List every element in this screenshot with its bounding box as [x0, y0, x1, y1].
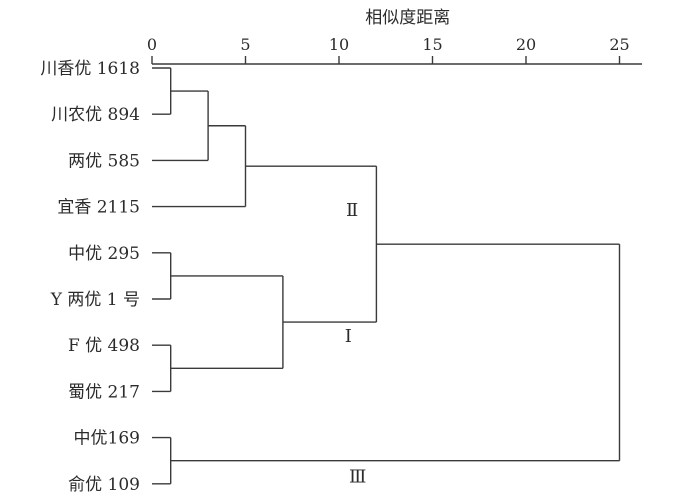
axis-title: 相似度距离 [365, 8, 450, 28]
leaf-label: Y 两优 1 号 [50, 290, 140, 310]
cluster-labels: Ⅱ Ⅰ Ⅲ [345, 200, 367, 488]
leaf-label: 川农优 894 [51, 105, 140, 125]
leaf-labels: 川香优 1618 川农优 894 两优 585 宜香 2115 中优 295 Y 两优 1… [40, 59, 140, 495]
distance-axis: 0 5 10 15 20 25 [147, 35, 642, 65]
cluster-label: Ⅲ [349, 467, 366, 488]
leaf-label: 中优169 [74, 429, 140, 449]
leaf-label: 川香优 1618 [40, 59, 140, 79]
leaf-label: 蜀优 217 [68, 382, 140, 402]
cluster-label: Ⅰ [345, 326, 352, 347]
axis-tick-label: 5 [240, 35, 250, 54]
axis-tick-label: 0 [147, 35, 157, 54]
leaf-label: 俞优 109 [68, 475, 140, 495]
leaf-label: F 优 498 [68, 336, 140, 356]
axis-tick-label: 25 [609, 35, 629, 54]
leaf-label: 宜香 2115 [57, 198, 140, 218]
leaf-label: 两优 585 [68, 151, 140, 171]
axis-tick-label: 15 [422, 35, 442, 54]
axis-tick-label: 20 [516, 35, 536, 54]
axis-tick-label: 10 [329, 35, 349, 54]
leaf-label: 中优 295 [68, 244, 140, 264]
cluster-label: Ⅱ [346, 200, 358, 221]
dendrogram-links [152, 67, 621, 485]
